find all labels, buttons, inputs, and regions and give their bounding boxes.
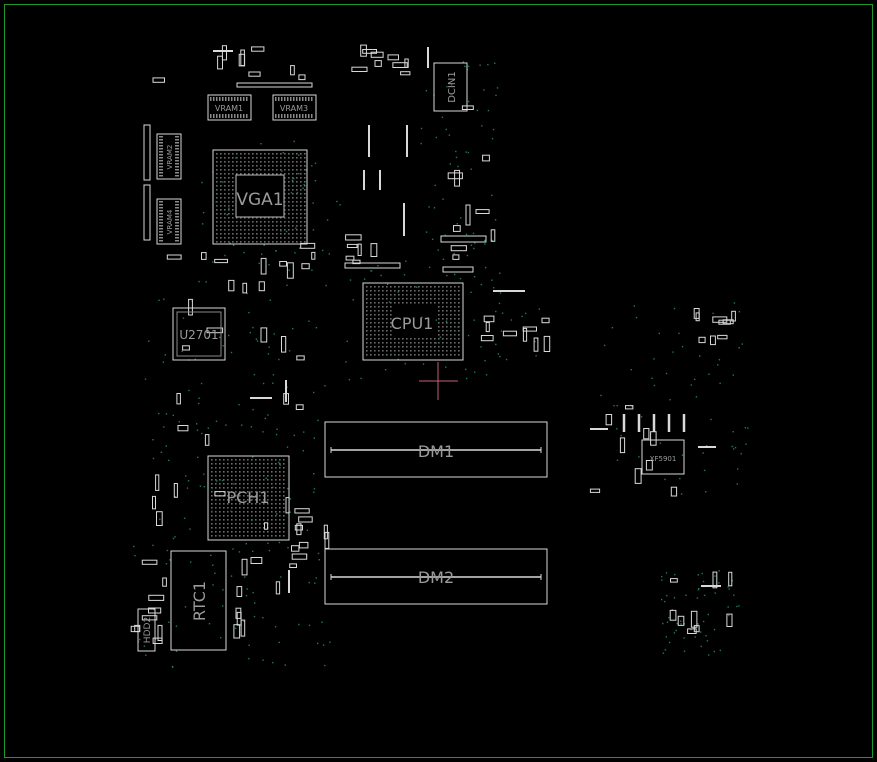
dcin1-connector[interactable]: DCIN1 [433, 62, 468, 112]
vga1-label: VGA1 [236, 190, 283, 210]
rtc1-label: RTC1 [190, 581, 209, 621]
u2701-label: U2701 [179, 328, 218, 342]
dm2-label: DM2 [418, 568, 454, 587]
vram2-label: VRAM2 [166, 145, 174, 170]
vram1-pads [210, 97, 248, 118]
dm1-label: DM1 [418, 442, 454, 461]
vga1-ball-grid [216, 153, 306, 243]
vga1-chip[interactable]: VGA1 [212, 149, 308, 245]
vram4-pads [159, 201, 179, 242]
passive-components-layer [130, 44, 736, 644]
pch1-label: PCH1 [226, 488, 269, 507]
vram2-pads [159, 136, 179, 177]
vram4-chip[interactable]: VRAM4 [156, 198, 182, 245]
pch1-chip[interactable]: PCH1 [207, 455, 290, 541]
hdd2-label: HDD2 [143, 617, 153, 643]
vram1-chip[interactable]: VRAM1 [207, 94, 252, 121]
cpu1-label: CPU1 [391, 314, 434, 333]
cpu1-ball-grid [366, 286, 460, 356]
cursor-crosshair-icon [419, 362, 458, 400]
board-outline-frame [4, 4, 873, 758]
vram1-label: VRAM1 [215, 104, 243, 113]
cpu1-chip[interactable]: CPU1 [362, 282, 464, 361]
pad-grid-layer [159, 97, 460, 537]
hdd2-connector[interactable]: HDD2 [137, 608, 156, 652]
u2701-chip[interactable]: U2701 [172, 307, 226, 361]
via-layer [133, 61, 749, 668]
vram2-chip[interactable]: VRAM2 [156, 133, 182, 180]
dm2-memory-slot[interactable]: DM2 [324, 548, 548, 605]
rtc1-battery[interactable]: RTC1 [170, 550, 227, 651]
vram3-label: VRAM3 [280, 104, 308, 113]
vram4-label: VRAM4 [166, 209, 174, 234]
vram3-pads [275, 97, 313, 118]
dm1-memory-slot[interactable]: DM1 [324, 421, 548, 478]
dcin1-label: DCIN1 [447, 71, 458, 102]
vram3-chip[interactable]: VRAM3 [272, 94, 317, 121]
pch1-ball-grid [211, 459, 285, 537]
xf5901-label: XF5901 [650, 455, 677, 463]
xf5901-chip[interactable]: XF5901 [641, 439, 685, 475]
